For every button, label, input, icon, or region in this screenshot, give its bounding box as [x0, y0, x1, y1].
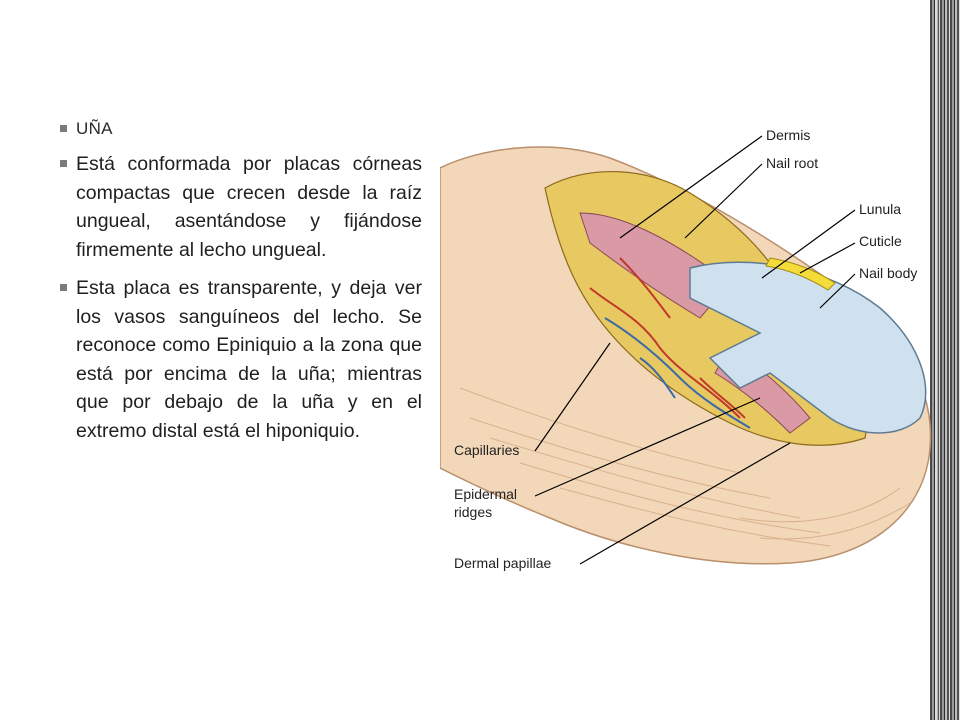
slide-text: UÑA Está conformada por placas córneas c… — [60, 118, 422, 455]
fingertip-diagram: Dermis Nail root Lunula Cuticle Nail bod… — [440, 127, 932, 571]
label-dermis: Dermis — [766, 127, 810, 143]
label-dermal-papillae: Dermal papillae — [454, 555, 551, 571]
paragraph-1-text: Está conformada por placas córneas compa… — [76, 153, 422, 261]
cuticle — [765, 257, 836, 291]
label-epidermal-ridges-2: ridges — [454, 504, 492, 520]
paragraph-1: Está conformada por placas córneas compa… — [60, 150, 422, 264]
fingertip-anatomy-figure: Dermis Nail root Lunula Cuticle Nail bod… — [440, 118, 938, 580]
leader-lines — [534, 135, 856, 565]
square-bullet-icon — [60, 284, 67, 291]
label-lunula: Lunula — [859, 201, 901, 217]
heading-text: UÑA — [76, 119, 113, 138]
paragraph-2-text: Esta placa es transparente, y deja ver l… — [76, 277, 422, 442]
square-bullet-icon — [60, 160, 67, 167]
label-capillaries: Capillaries — [454, 442, 519, 458]
decorative-side-strip-highlight — [935, 0, 938, 720]
paragraph-2: Esta placa es transparente, y deja ver l… — [60, 274, 422, 445]
label-nail-root: Nail root — [766, 155, 818, 171]
label-cuticle: Cuticle — [859, 233, 902, 249]
label-epidermal-ridges-1: Epidermal — [454, 486, 517, 502]
blood-vessels — [589, 257, 751, 429]
square-bullet-icon — [60, 125, 67, 132]
label-nail-body: Nail body — [859, 265, 917, 281]
slide-heading: UÑA — [60, 118, 422, 140]
